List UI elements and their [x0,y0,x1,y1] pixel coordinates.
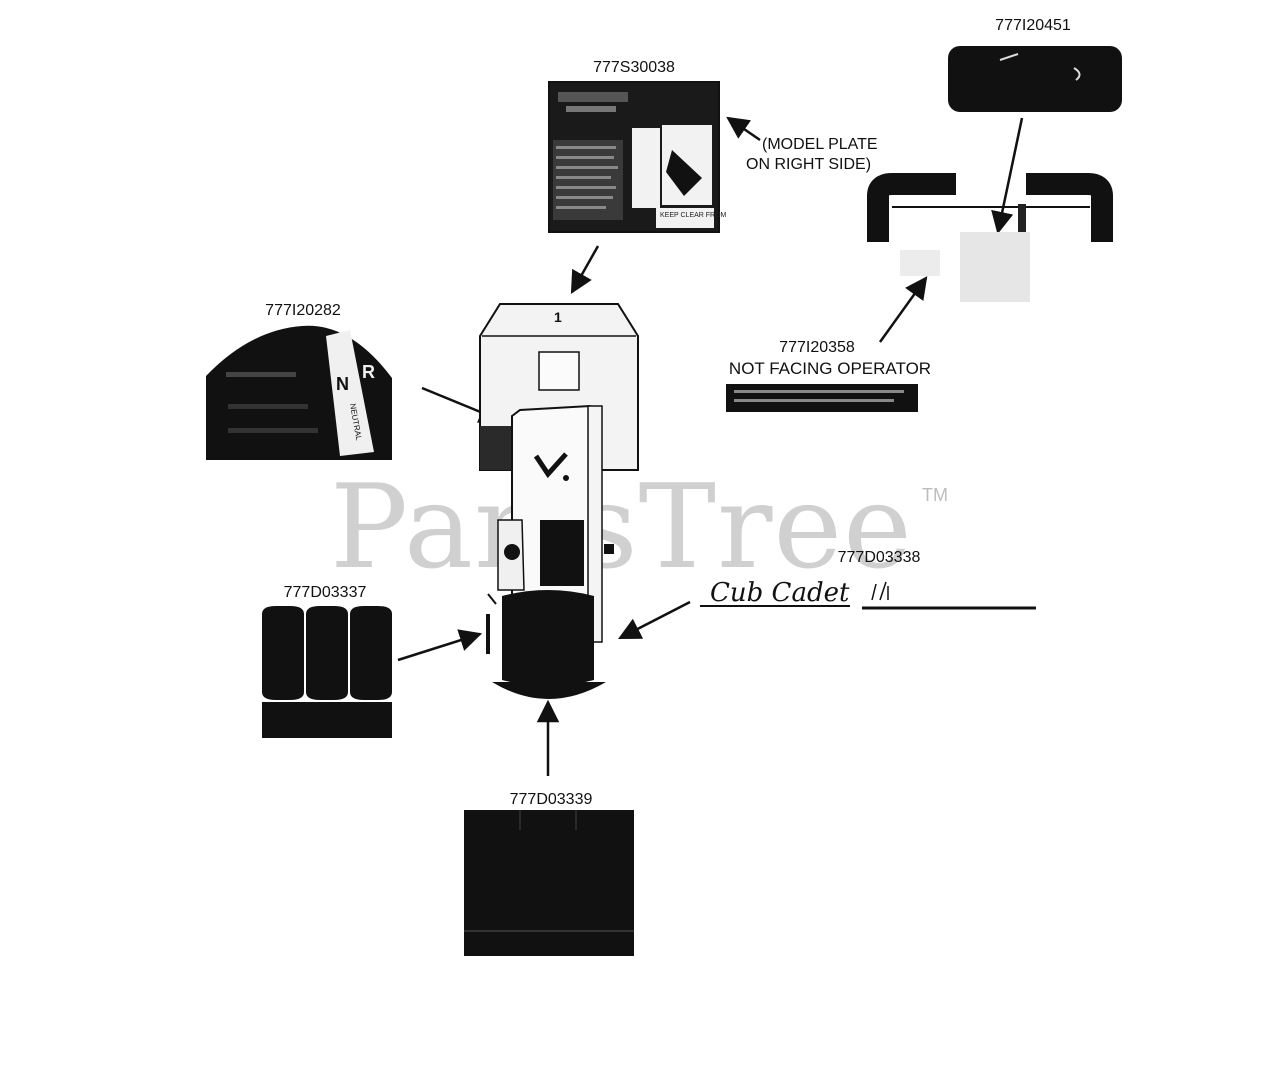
model-plate-note-line1: (MODEL PLATE [762,136,878,153]
arrow-777i20451 [991,117,1024,235]
decal-keep-clear-text: KEEP CLEAR FROM [660,212,727,219]
part-label-777d03339[interactable]: 777D03339 [509,791,593,808]
part-label-777i20358[interactable]: 777I20358 [779,339,855,356]
decal-777s30038[interactable] [548,81,720,233]
handlebar [867,173,1113,302]
brand-logo-text: Cub Cadet [710,578,850,608]
part-label-777d03337[interactable]: 777D03337 [283,584,367,601]
arrow-777s30038 [570,245,600,294]
part-label-777i20451[interactable]: 777I20451 [995,17,1071,34]
housing-number: 1 [554,309,562,325]
arrow-model-plate [726,116,761,142]
decal-777i20358[interactable] [726,384,918,412]
gear-n-label: N [336,374,349,394]
model-plate-note-line2: ON RIGHT SIDE) [746,156,872,173]
gear-r-label: R [362,362,375,382]
decal-777d03339[interactable] [464,810,634,956]
part-label-777i20282[interactable]: 777I20282 [265,302,341,319]
part-label-777d03338[interactable]: 777D03338 [837,549,921,566]
not-facing-operator-note: NOT FACING OPERATOR [728,359,932,378]
arrow-777d03337 [397,629,483,662]
part-label-777s30038[interactable]: 777S30038 [593,59,675,76]
decal-777d03338[interactable] [700,581,1036,610]
arrow-777d03338 [617,600,691,640]
trademark-mark: TM [922,485,948,505]
machine-body [479,303,639,699]
decal-777i20451[interactable] [948,46,1122,112]
decal-777i20282[interactable] [206,325,392,460]
decal-777d03337[interactable] [262,606,392,738]
watermark: PartsTree [330,460,913,595]
arrow-777i20358 [878,276,928,343]
